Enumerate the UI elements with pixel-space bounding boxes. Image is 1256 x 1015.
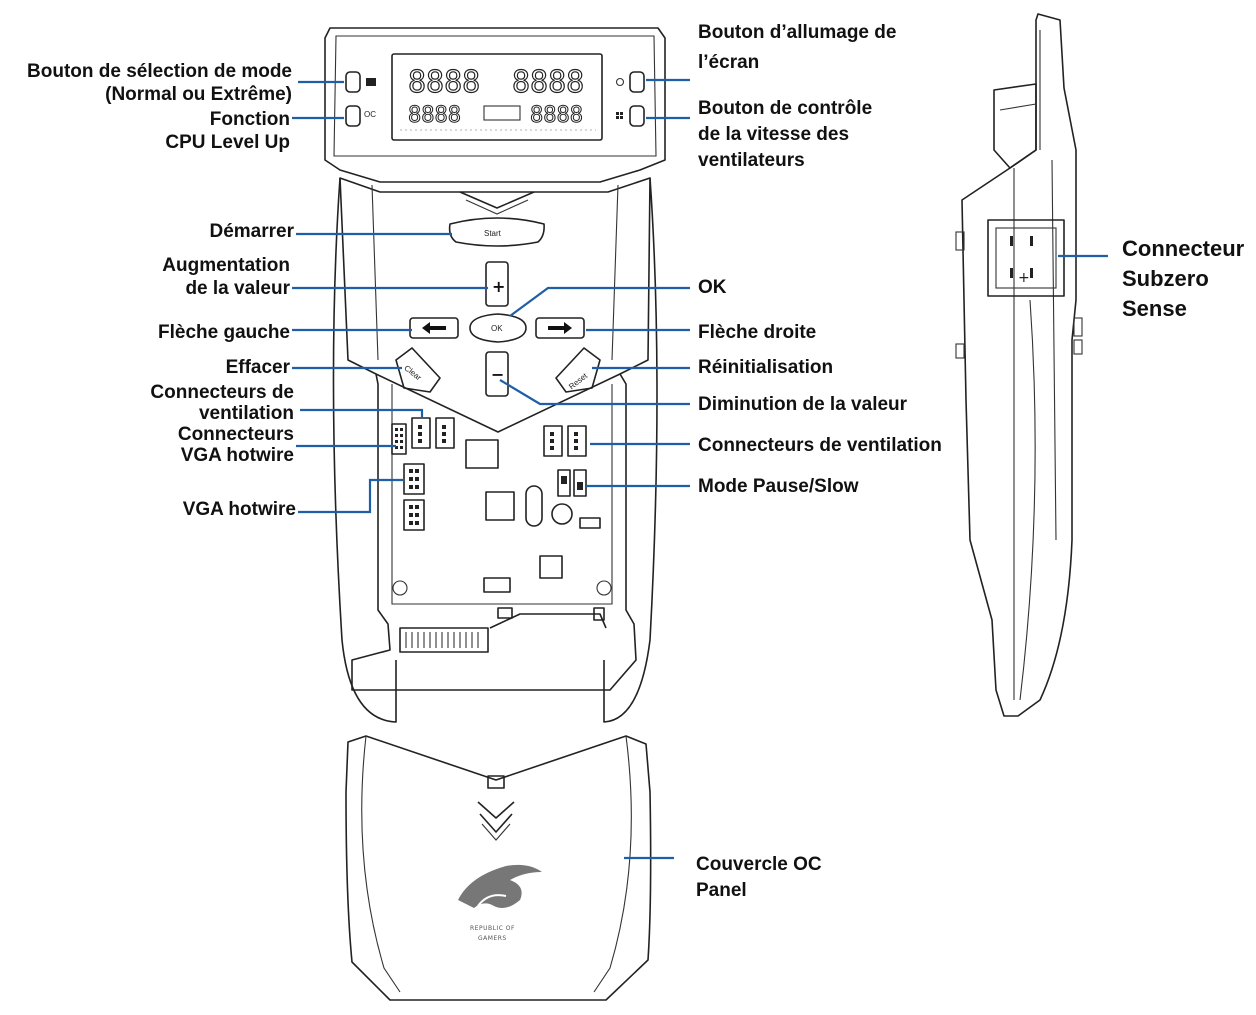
subzero-sense-connector xyxy=(987,219,1065,297)
rog-logo-icon xyxy=(458,864,542,908)
pause-slow-switches xyxy=(557,469,587,497)
leader-vga-hotwire xyxy=(298,478,404,514)
label-mode-select-line2: (Normal ou Extrême) xyxy=(105,84,292,105)
label-increase-line1: Augmentation xyxy=(162,255,290,276)
right-grip xyxy=(603,177,658,723)
fan-speed-button[interactable] xyxy=(629,105,645,127)
left-arrow-button[interactable] xyxy=(409,317,459,339)
label-cpu-level-up-line1: Fonction xyxy=(209,109,290,130)
panel-display-housing xyxy=(324,27,666,183)
label-fan-connectors-left-line2: ventilation xyxy=(198,403,294,424)
oc-panel-side-view: + xyxy=(955,13,1083,717)
oc-icon: OC xyxy=(364,110,376,119)
fan-connectors-left xyxy=(411,417,455,449)
lcd-screen xyxy=(391,53,603,141)
screen-power-button[interactable] xyxy=(629,71,645,93)
chevron-icon xyxy=(459,191,535,209)
label-right-arrow: Flèche droite xyxy=(698,322,817,343)
oc-panel-front-view: 8888 8888 8888 8888 OC Start + OK xyxy=(324,27,666,723)
logo-text-1: REPUBLIC OF xyxy=(470,925,515,932)
lcd-digits-main-right: 8888 xyxy=(512,65,584,100)
label-cpu-level-up-line2: CPU Level Up xyxy=(165,132,290,153)
left-arrow-icon xyxy=(422,322,446,334)
label-cover-line1: Couvercle OC xyxy=(696,854,822,875)
lcd-digits-sub-right: 8888 xyxy=(530,103,583,128)
lcd-digits-sub-left: 8888 xyxy=(408,103,461,128)
label-vga-connectors-line1: Connecteurs xyxy=(177,424,294,445)
label-cover-line2: Panel xyxy=(696,880,747,901)
label-mode-select-line1: Bouton de sélection de mode xyxy=(27,61,292,82)
plus-icon: + xyxy=(492,277,505,296)
label-clear: Effacer xyxy=(225,357,290,378)
label-increase-line2: de la valeur xyxy=(185,278,290,299)
lcd-digits-main-left: 8888 xyxy=(408,65,480,100)
label-fan-connectors-left-line1: Connecteurs de xyxy=(150,382,294,403)
clear-button[interactable] xyxy=(395,347,441,393)
fan-icon xyxy=(616,112,623,119)
panel-board-housing xyxy=(351,373,637,691)
label-screen-power-line1: Bouton d’allumage de xyxy=(698,22,897,43)
label-pause-slow: Mode Pause/Slow xyxy=(698,476,859,497)
label-vga-connectors: Connecteurs VGA hotwire xyxy=(178,424,294,466)
ok-button[interactable] xyxy=(469,313,527,343)
label-fan-connectors-right: Connecteurs de ventilation xyxy=(698,435,942,456)
plus-mark-icon: + xyxy=(1018,270,1030,286)
label-screen-power: Bouton d’allumage de l’écran xyxy=(698,18,896,78)
label-screen-power-line2: l’écran xyxy=(698,52,760,73)
right-arrow-button[interactable] xyxy=(535,317,585,339)
cpu-level-up-button[interactable] xyxy=(345,105,361,127)
label-ok: OK xyxy=(698,277,727,298)
label-subzero-line1: Connecteur xyxy=(1122,236,1245,261)
label-decrease: Diminution de la valeur xyxy=(698,394,908,415)
label-mode-select: Bouton de sélection de mode (Normal ou E… xyxy=(27,60,292,106)
board-chip xyxy=(465,439,499,469)
reset-button[interactable] xyxy=(555,347,601,393)
leader-lines xyxy=(292,78,1108,860)
label-fan-speed: Bouton de contrôle de la vitesse des ven… xyxy=(698,96,872,174)
mode-select-button[interactable] xyxy=(345,71,361,93)
start-button[interactable] xyxy=(448,217,545,247)
label-fan-connectors-left: Connecteurs de ventilation xyxy=(150,382,294,424)
label-fan-speed-line2: de la vitesse des xyxy=(698,124,850,145)
leader-decrease xyxy=(499,379,690,406)
label-fan-speed-line1: Bouton de contrôle xyxy=(698,98,873,119)
panel-control-body xyxy=(339,177,651,433)
cover-outline xyxy=(345,735,652,1001)
label-left-arrow: Flèche gauche xyxy=(158,322,290,343)
vga-hotwire-headers xyxy=(403,463,425,531)
right-arrow-icon xyxy=(548,322,572,334)
cover-chevron-icon xyxy=(477,801,515,819)
leader-ok xyxy=(509,286,690,317)
mode-icon xyxy=(366,78,376,86)
label-fan-speed-line3: ventilateurs xyxy=(698,150,805,171)
label-start: Démarrer xyxy=(209,221,295,242)
label-cpu-level-up: Fonction CPU Level Up xyxy=(165,108,290,154)
label-subzero-line3: Sense xyxy=(1122,296,1187,321)
minus-icon: − xyxy=(491,365,504,384)
start-button-label: Start xyxy=(484,229,502,238)
increase-button[interactable] xyxy=(485,261,509,307)
ribbon-connector xyxy=(399,627,489,653)
label-vga-hotwire: VGA hotwire xyxy=(182,499,296,520)
oc-panel-cover: REPUBLIC OF GAMERS xyxy=(345,735,652,1001)
fan-connectors-right xyxy=(543,425,587,457)
label-vga-connectors-line2: VGA hotwire xyxy=(180,445,294,466)
left-grip xyxy=(332,177,397,723)
label-subzero: Connecteur Subzero Sense xyxy=(1122,234,1244,324)
logo-text-2: GAMERS xyxy=(478,935,507,942)
power-icon xyxy=(615,77,625,87)
label-cover: Couvercle OC Panel xyxy=(696,852,822,904)
label-reset: Réinitialisation xyxy=(698,357,834,378)
vga-hotwire-connectors-top xyxy=(391,423,407,455)
side-outline xyxy=(961,13,1077,717)
label-increase: Augmentation de la valeur xyxy=(162,254,290,300)
label-subzero-line2: Subzero xyxy=(1122,266,1209,291)
leader-fan-connectors-left xyxy=(300,408,424,418)
decrease-button[interactable] xyxy=(485,351,509,397)
ok-button-label: OK xyxy=(491,324,503,333)
clear-button-label: Clear xyxy=(402,363,423,382)
